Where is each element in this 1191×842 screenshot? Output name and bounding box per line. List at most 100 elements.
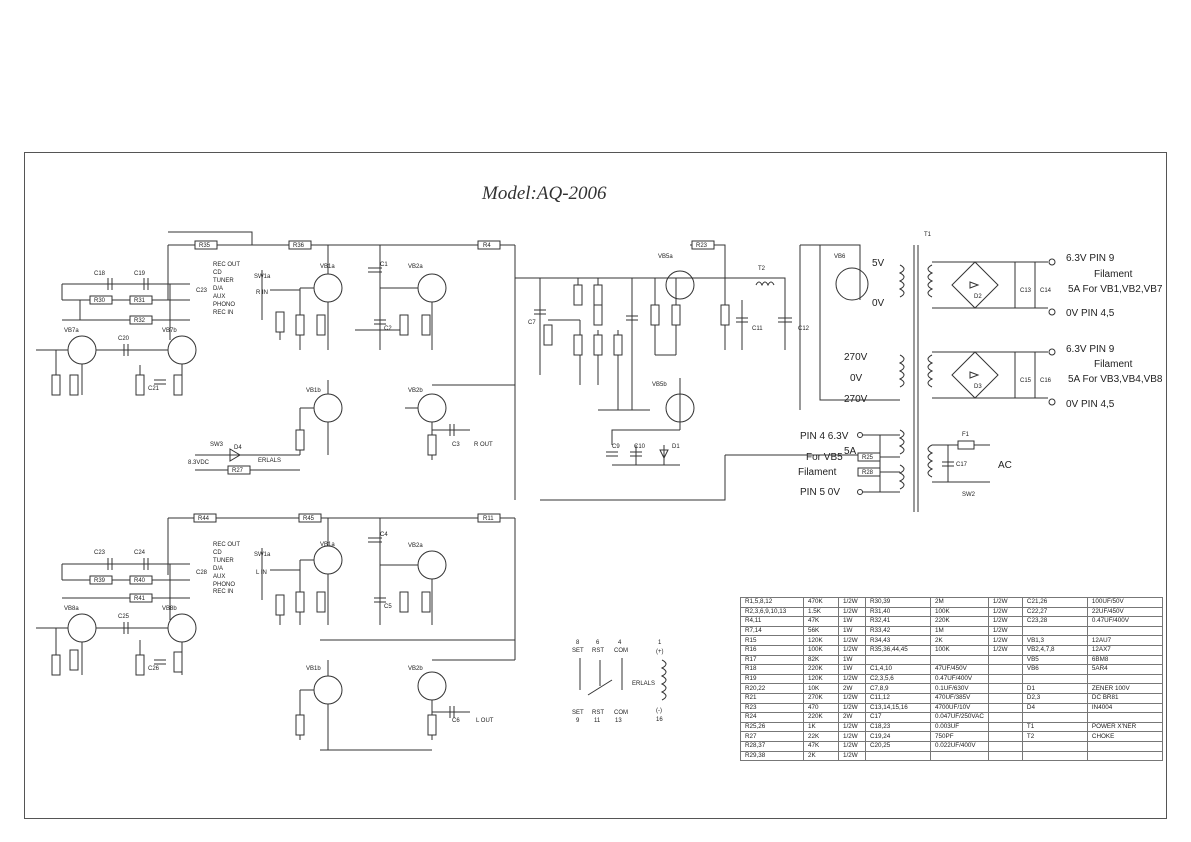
label-sw2: SW2 bbox=[962, 492, 976, 498]
parts-cell bbox=[987, 683, 1023, 694]
parts-cell: C23,28 bbox=[1021, 616, 1088, 627]
resistor-r12 bbox=[399, 591, 409, 613]
parts-cell: 1/2W bbox=[987, 597, 1023, 608]
parts-cell: R32,41 bbox=[865, 616, 931, 627]
parts-cell: 47K bbox=[803, 740, 839, 752]
relay-set: SET bbox=[572, 648, 584, 654]
label-filament-a-for: 5A For VB1,VB2,VB7 bbox=[1068, 284, 1163, 295]
parts-cell bbox=[987, 721, 1023, 733]
src-da-l: D/A bbox=[213, 566, 223, 572]
label-vb7b: VB7b bbox=[162, 328, 177, 334]
parts-cell: R2,3,6,9,10,13 bbox=[740, 606, 804, 618]
parts-cell: 1W bbox=[838, 664, 866, 675]
terminal-0v-b[interactable] bbox=[1048, 398, 1056, 406]
parts-cell: R34,43 bbox=[865, 635, 931, 646]
src-aux: AUX bbox=[213, 294, 225, 300]
parts-cell: DC BR81 bbox=[1086, 692, 1163, 704]
parts-cell: R23 bbox=[740, 702, 804, 714]
parts-cell: 1/2W bbox=[838, 750, 866, 762]
parts-cell bbox=[987, 702, 1023, 714]
parts-cell: R25,26 bbox=[740, 721, 804, 733]
parts-cell bbox=[1086, 712, 1163, 723]
label-pin9-b: 6.3V PIN 9 bbox=[1066, 344, 1115, 355]
parts-cell: 0.022UF/400V bbox=[930, 740, 989, 752]
label-t2: T2 bbox=[758, 266, 766, 272]
label-filament-vb5: Filament bbox=[798, 467, 837, 478]
parts-cell bbox=[987, 740, 1023, 752]
resistor-r8 bbox=[295, 591, 305, 613]
resistor-r3 bbox=[399, 314, 409, 336]
resistor-r17 bbox=[573, 334, 583, 356]
selector-switch-l[interactable]: REC OUT CD TUNER D/A AUX PHONO REC IN SW… bbox=[213, 542, 271, 595]
parts-cell: 1/2W bbox=[838, 731, 866, 742]
relay-rst-b: RST bbox=[592, 710, 604, 716]
parts-cell: R19 bbox=[740, 673, 804, 685]
parts-cell: R7,14 bbox=[740, 625, 804, 637]
parts-cell: 1/2W bbox=[838, 740, 866, 752]
resistor-r28 bbox=[857, 467, 881, 477]
parts-cell: R30,39 bbox=[865, 597, 931, 608]
resistor-r25 bbox=[857, 452, 881, 462]
parts-cell bbox=[865, 654, 931, 666]
tube-vb5a bbox=[665, 270, 695, 300]
terminal-0v-a[interactable] bbox=[1048, 308, 1056, 316]
tube-vb1b-l bbox=[313, 675, 343, 705]
label-c15: C15 bbox=[1020, 378, 1032, 384]
resistor-r19 bbox=[593, 304, 603, 326]
resistor-r24 bbox=[720, 304, 730, 326]
parts-cell: R20,22 bbox=[740, 683, 804, 694]
label-r39: R39 bbox=[94, 578, 106, 584]
terminal-6-3v-a[interactable] bbox=[1048, 258, 1056, 266]
resistor-r22 bbox=[671, 304, 681, 326]
resistor-r44 bbox=[193, 513, 217, 523]
coil-plus: (+) bbox=[656, 649, 664, 655]
label-ac: AC bbox=[998, 460, 1012, 471]
parts-cell bbox=[987, 692, 1023, 704]
label-r44: R44 bbox=[198, 516, 210, 522]
resistor-r20 bbox=[613, 334, 623, 356]
vb5-stage: VB5a VB5b R23 T2 C7 C9 C10 D1 C11 C12 bbox=[515, 240, 810, 501]
parts-cell: 1/2W bbox=[838, 692, 866, 704]
label-pin9-a: 6.3V PIN 9 bbox=[1066, 253, 1115, 264]
src-phono-l: PHONO bbox=[213, 582, 235, 588]
label-for-vb5: For VB5 bbox=[806, 452, 843, 463]
label-sw3: SW3 bbox=[210, 442, 224, 448]
relay-pin-11: 11 bbox=[594, 718, 601, 724]
resistor-r41 bbox=[129, 593, 153, 603]
label-pin5: PIN 5 0V bbox=[800, 487, 840, 498]
parts-cell bbox=[1086, 740, 1163, 752]
label-vb7a: VB7a bbox=[64, 328, 79, 334]
label-l-out[interactable]: L OUT bbox=[476, 718, 494, 724]
label-r-out[interactable]: R OUT bbox=[474, 442, 493, 448]
label-8-3vdc: 8.3VDC bbox=[188, 460, 210, 466]
parts-cell: 270K bbox=[803, 692, 839, 704]
label-r32: R32 bbox=[134, 318, 146, 324]
parts-cell bbox=[1086, 750, 1163, 762]
parts-cell: 750PF bbox=[930, 731, 989, 742]
parts-cell: R21 bbox=[740, 692, 804, 704]
parts-cell: R17 bbox=[740, 654, 804, 666]
coil-pin-16: 16 bbox=[656, 717, 663, 723]
relay-pin-8: 8 bbox=[576, 640, 580, 646]
parts-cell: 1/2W bbox=[838, 597, 866, 608]
resistor-r15 bbox=[543, 324, 553, 346]
resistor-r18b bbox=[593, 334, 603, 356]
terminal-6-3v-b[interactable] bbox=[1048, 348, 1056, 356]
label-filament-a: Filament bbox=[1094, 269, 1133, 280]
parts-cell: 2M bbox=[930, 597, 989, 608]
label-r30: R30 bbox=[94, 298, 106, 304]
relay-rst: RST bbox=[592, 648, 604, 654]
parts-cell: 2K bbox=[930, 635, 989, 646]
tube-vb1b-r bbox=[313, 393, 343, 423]
label-c14: C14 bbox=[1040, 288, 1052, 294]
parts-cell: R4,11 bbox=[740, 616, 804, 627]
parts-cell: C2,3,5,6 bbox=[865, 673, 931, 685]
parts-cell: D4 bbox=[1021, 702, 1088, 714]
parts-cell bbox=[930, 654, 989, 666]
parts-cell bbox=[1086, 673, 1163, 685]
parts-cell: VB6 bbox=[1021, 664, 1088, 675]
parts-cell: 22K bbox=[803, 731, 839, 742]
